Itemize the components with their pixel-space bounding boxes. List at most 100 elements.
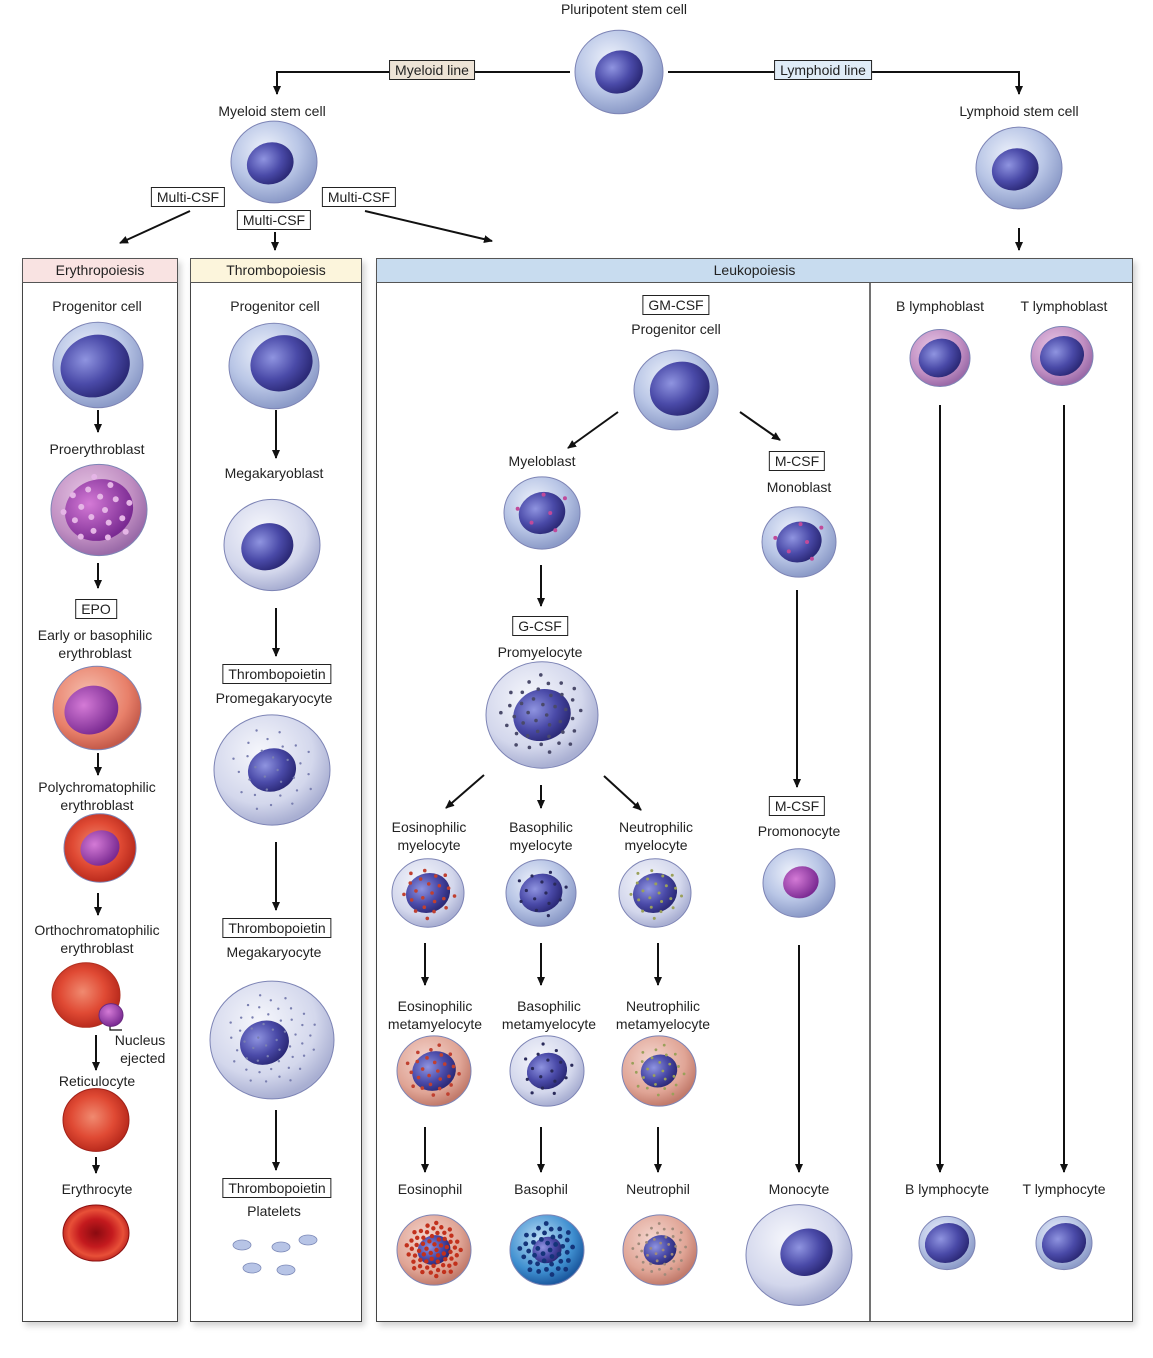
t-lymphocyte-label: T lymphocyte	[1022, 1181, 1106, 1197]
t-lymphocyte-cell	[1035, 1215, 1093, 1271]
thrombopoietin-tag-3: Thrombopoietin	[222, 1178, 332, 1198]
baso-myelocyte-cell	[505, 859, 577, 927]
thrombopoietin-tag-2: Thrombopoietin	[222, 918, 332, 938]
ortho-erythroblast-label: Orthochromatophilic erythroblast	[34, 922, 160, 956]
myeloid-stem-label: Myeloid stem cell	[218, 103, 326, 119]
erythro-progenitor-cell	[52, 321, 144, 409]
promyelocyte-cell	[485, 661, 599, 769]
promegakaryocyte-label: Promegakaryocyte	[215, 690, 333, 706]
eosinophil-cell	[396, 1214, 472, 1286]
arrow	[445, 774, 485, 809]
platelet	[271, 1241, 291, 1253]
arrow	[739, 411, 781, 441]
platelet	[298, 1234, 318, 1246]
neutrophil-cell	[622, 1214, 698, 1286]
poly-erythroblast-cell	[63, 813, 137, 883]
eosinophil-label: Eosinophil	[397, 1181, 463, 1197]
promyelocyte-label: Promyelocyte	[497, 644, 583, 660]
neut-myelocyte-cell	[618, 858, 692, 928]
eos-metamyelocyte-cell	[396, 1035, 472, 1107]
proerythroblast-cell	[50, 463, 148, 557]
thrombo-progenitor-cell	[228, 322, 320, 410]
megakaryoblast-cell	[223, 498, 321, 592]
baso-metamyelocyte-cell	[509, 1035, 585, 1107]
arrow	[603, 775, 642, 811]
neutrophil-label: Neutrophil	[626, 1181, 690, 1197]
platelet	[242, 1262, 262, 1274]
basophil-label: Basophil	[514, 1181, 568, 1197]
thrombopoiesis-header: Thrombopoiesis	[190, 258, 362, 283]
megakaryocyte-cell	[209, 980, 335, 1100]
multi-csf-tag-middle: Multi-CSF	[236, 210, 312, 230]
t-lymphoblast-label: T lymphoblast	[1020, 298, 1108, 314]
leuko-progenitor-cell	[633, 349, 719, 431]
eos-myelocyte-label: Eosinophilic myelocyte	[391, 819, 467, 853]
erythrocyte-cell	[62, 1204, 130, 1262]
myeloblast-cell	[503, 476, 581, 550]
monocyte-label: Monocyte	[768, 1181, 830, 1197]
thrombopoietin-tag-1: Thrombopoietin	[222, 664, 332, 684]
promonocyte-cell	[762, 848, 836, 918]
early-erythroblast-cell	[52, 665, 142, 751]
promegakaryocyte-cell	[213, 714, 331, 826]
reticulocyte-cell	[62, 1088, 130, 1152]
erythropoiesis-header: Erythropoiesis	[22, 258, 178, 283]
baso-myelocyte-label: Basophilic myelocyte	[509, 819, 573, 853]
gm-csf-tag: GM-CSF	[642, 295, 710, 315]
monoblast-label: Monoblast	[766, 479, 832, 495]
lymphoid-stem-cell	[975, 126, 1063, 210]
multi-csf-tag-left: Multi-CSF	[150, 187, 226, 207]
nucleus-ejected-label: Nucleus ejected	[114, 1032, 166, 1066]
megakaryoblast-label: Megakaryoblast	[224, 465, 324, 481]
arrow	[567, 411, 619, 449]
erythrocyte-label: Erythrocyte	[61, 1181, 133, 1197]
promonocyte-label: Promonocyte	[757, 823, 841, 839]
arrows-layer	[92, 71, 1068, 1322]
platelet	[232, 1239, 252, 1251]
platelets-label: Platelets	[247, 1203, 301, 1219]
multi-csf-tag-right: Multi-CSF	[321, 187, 397, 207]
g-csf-tag: G-CSF	[512, 616, 568, 636]
lymphoid-line-tag: Lymphoid line	[774, 60, 872, 80]
leukopoiesis-header: Leukopoiesis	[376, 258, 1133, 283]
pluripotent-label: Pluripotent stem cell	[560, 1, 688, 17]
proerythroblast-label: Proerythroblast	[49, 441, 145, 457]
reticulocyte-label: Reticulocyte	[58, 1073, 136, 1089]
early-erythroblast-label: Early or basophilic erythroblast	[37, 627, 153, 661]
baso-meta-label: Basophilic metamyelocyte	[501, 998, 597, 1032]
t-lymphoblast-cell	[1030, 326, 1094, 386]
neut-meta-label: Neutrophilic metamyelocyte	[615, 998, 711, 1032]
m-csf-tag-1: M-CSF	[768, 451, 826, 471]
monoblast-cell	[761, 506, 837, 578]
arrow-to-leuko	[364, 210, 493, 244]
b-lymphoblast-cell	[909, 329, 971, 387]
b-lymphocyte-cell	[918, 1215, 976, 1271]
arrow-to-erythro	[119, 210, 191, 244]
epo-tag: EPO	[75, 599, 117, 619]
pluripotent-stem-cell	[574, 29, 664, 115]
leuko-progenitor-label: Progenitor cell	[631, 321, 721, 337]
b-lymphoblast-label: B lymphoblast	[896, 298, 984, 314]
m-csf-tag-2: M-CSF	[768, 796, 826, 816]
platelet	[276, 1264, 296, 1276]
neut-metamyelocyte-cell	[621, 1035, 697, 1107]
myeloblast-label: Myeloblast	[508, 453, 576, 469]
ejected-nucleus	[98, 1003, 124, 1027]
myeloid-stem-cell	[230, 120, 318, 204]
eos-myelocyte-cell	[391, 858, 465, 928]
poly-erythroblast-label: Polychromatophilic erythroblast	[38, 779, 156, 813]
erythro-progenitor-label: Progenitor cell	[52, 298, 142, 314]
cells-layer	[50, 29, 1094, 1306]
lymphoid-stem-label: Lymphoid stem cell	[959, 103, 1079, 119]
myeloid-line-tag: Myeloid line	[389, 60, 475, 80]
b-lymphocyte-label: B lymphocyte	[904, 1181, 990, 1197]
leukopoiesis-panel	[376, 258, 1133, 1322]
neut-myelocyte-label: Neutrophilic myelocyte	[619, 819, 693, 853]
megakaryocyte-label: Megakaryocyte	[226, 944, 322, 960]
basophil-cell	[509, 1214, 585, 1286]
thrombo-progenitor-label: Progenitor cell	[230, 298, 320, 314]
eos-meta-label: Eosinophilic metamyelocyte	[387, 998, 483, 1032]
monocyte-cell	[745, 1204, 853, 1306]
